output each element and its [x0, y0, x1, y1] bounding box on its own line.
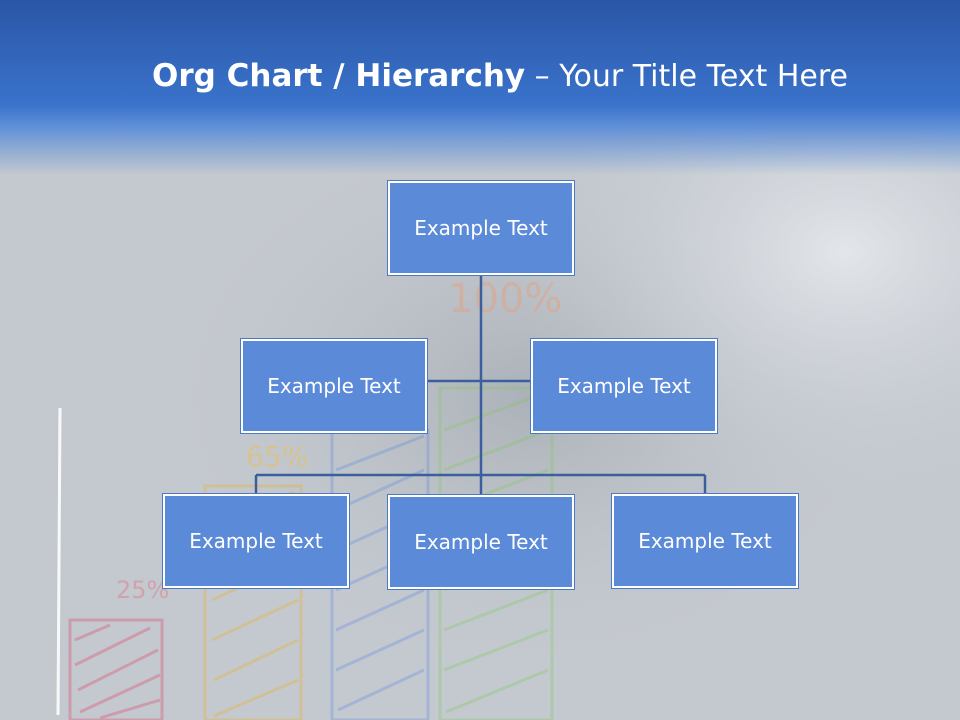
org-box-assistant-left[interactable]: Example Text	[241, 339, 427, 433]
title-subtitle: Your Title Text Here	[559, 59, 848, 94]
title-separator: –	[525, 59, 560, 94]
org-box-child-1[interactable]: Example Text	[163, 494, 349, 588]
title-bold: Org Chart / Hierarchy	[152, 58, 526, 94]
sketch-label-65: 65%	[246, 440, 308, 473]
org-box-assistant-right[interactable]: Example Text	[531, 339, 717, 433]
sketch-label-25: 25%	[116, 576, 169, 604]
slide-title[interactable]: Org Chart / Hierarchy – Your Title Text …	[152, 54, 942, 98]
org-box-child-3[interactable]: Example Text	[612, 494, 798, 588]
sketch-label-100: 100%	[448, 276, 562, 322]
org-box-root[interactable]: Example Text	[388, 181, 574, 275]
title-band	[0, 0, 960, 175]
sketch-bar-red	[68, 618, 164, 720]
org-box-child-2[interactable]: Example Text	[388, 495, 574, 589]
